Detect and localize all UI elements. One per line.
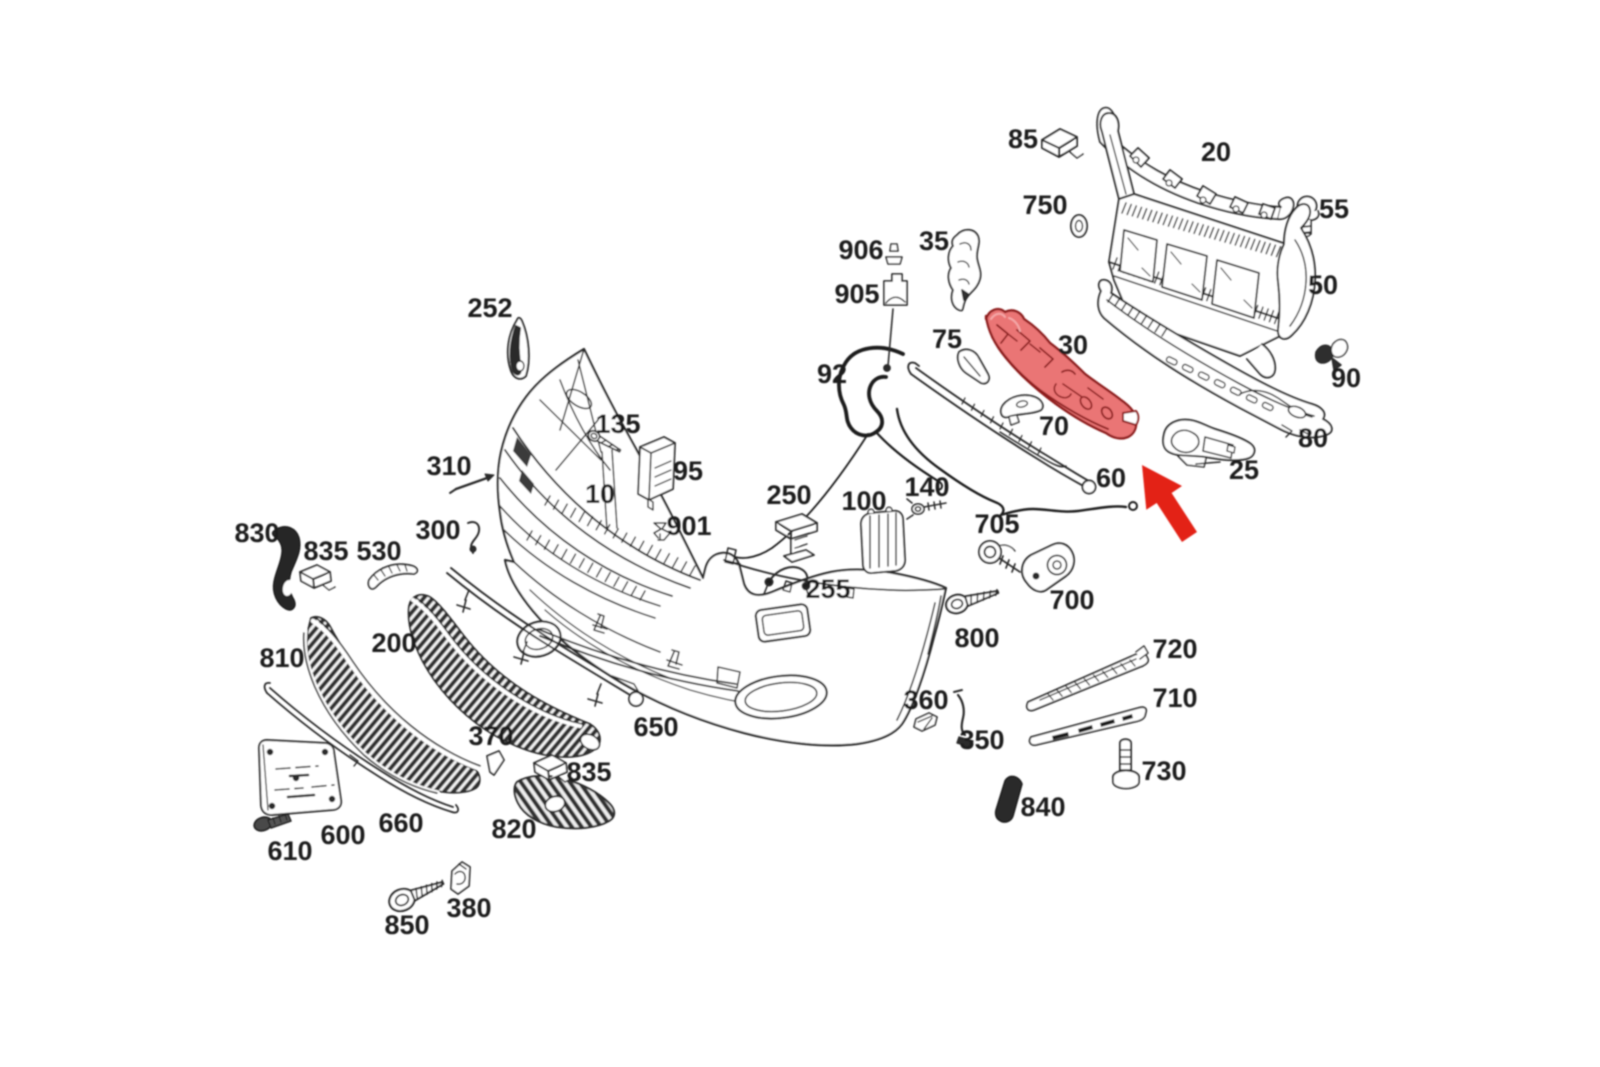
svg-text:250: 250 [766, 480, 811, 510]
svg-text:720: 720 [1152, 634, 1197, 664]
svg-text:820: 820 [491, 814, 536, 844]
svg-text:135: 135 [595, 409, 640, 439]
svg-text:705: 705 [974, 509, 1019, 539]
svg-text:905: 905 [834, 279, 879, 309]
svg-text:901: 901 [666, 511, 711, 541]
svg-text:700: 700 [1049, 585, 1094, 615]
svg-text:75: 75 [932, 324, 962, 354]
svg-text:300: 300 [415, 515, 460, 545]
svg-text:25: 25 [1229, 455, 1259, 485]
svg-text:730: 730 [1141, 756, 1186, 786]
svg-text:55: 55 [1319, 194, 1349, 224]
svg-text:840: 840 [1020, 792, 1065, 822]
svg-text:35: 35 [919, 226, 949, 256]
svg-text:255: 255 [805, 574, 850, 604]
svg-text:530: 530 [356, 536, 401, 566]
svg-text:350: 350 [959, 725, 1004, 755]
svg-text:92: 92 [817, 359, 847, 389]
svg-text:835: 835 [303, 536, 348, 566]
svg-text:70: 70 [1039, 411, 1069, 441]
svg-text:85: 85 [1008, 124, 1038, 154]
svg-text:90: 90 [1331, 363, 1361, 393]
svg-text:600: 600 [320, 820, 365, 850]
svg-text:835: 835 [566, 757, 611, 787]
svg-text:140: 140 [904, 472, 949, 502]
svg-text:60: 60 [1096, 463, 1126, 493]
svg-text:95: 95 [673, 456, 703, 486]
svg-text:660: 660 [378, 808, 423, 838]
svg-text:610: 610 [267, 836, 312, 866]
svg-text:100: 100 [841, 486, 886, 516]
svg-text:370: 370 [468, 721, 513, 751]
svg-text:830: 830 [234, 518, 279, 548]
svg-text:50: 50 [1308, 270, 1338, 300]
svg-text:310: 310 [426, 451, 471, 481]
svg-text:380: 380 [446, 893, 491, 923]
svg-text:252: 252 [467, 293, 512, 323]
svg-text:850: 850 [384, 910, 429, 940]
svg-text:800: 800 [954, 623, 999, 653]
svg-text:30: 30 [1058, 330, 1088, 360]
svg-text:200: 200 [371, 628, 416, 658]
svg-text:710: 710 [1152, 683, 1197, 713]
svg-text:906: 906 [838, 235, 883, 265]
svg-text:360: 360 [903, 685, 948, 715]
svg-text:10: 10 [585, 479, 615, 509]
svg-text:810: 810 [259, 643, 304, 673]
svg-text:750: 750 [1022, 190, 1067, 220]
svg-text:20: 20 [1201, 137, 1231, 167]
svg-text:650: 650 [633, 712, 678, 742]
svg-text:80: 80 [1298, 423, 1328, 453]
